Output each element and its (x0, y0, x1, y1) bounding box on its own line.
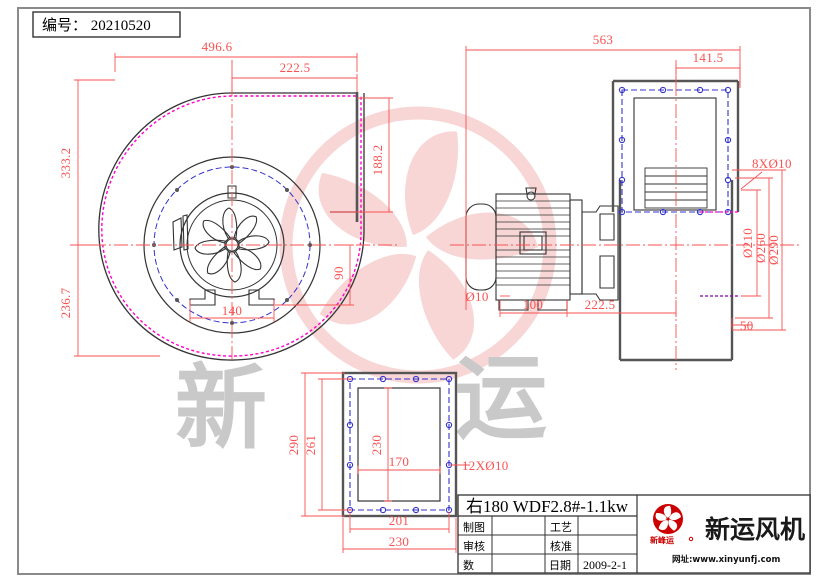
dim-d210: Ø210 (740, 228, 755, 258)
emblem-caption: 新峰运 (650, 535, 674, 545)
dim-8x-d10: 8XØ10 (752, 156, 792, 171)
dim-236-7: 236.7 (58, 287, 73, 318)
label-quantity: 数 (463, 559, 474, 572)
dim-140: 140 (222, 303, 242, 318)
drawing-id-box: 编号： 20210520 (32, 11, 181, 38)
volute-outline (98, 92, 365, 361)
dim-333-2: 333.2 (58, 148, 73, 179)
company-logo-block: 新峰运 新运风机 网址:www.xinyunfj.com (650, 504, 805, 565)
dim-12x-d10: 12XØ10 (462, 458, 509, 473)
bottom-plan-view: 290 261 230 170 12XØ10 201 230 (286, 371, 509, 553)
dim-d290: Ø290 (766, 235, 781, 265)
dim-d260: Ø260 (753, 233, 768, 263)
dim-222-5-side: 222.5 (585, 297, 616, 312)
label-drawn-by: 制图 (463, 521, 485, 534)
plan-bolt-holes (346, 375, 453, 514)
watermark-calligraphy: 新 运 (175, 345, 547, 462)
company-name: 新运风机 (705, 515, 805, 544)
plan-inner-opening (357, 387, 441, 502)
dim-290: 290 (286, 435, 301, 455)
label-process: 工艺 (550, 521, 572, 534)
side-elevation-view: 563 141.5 8XØ10 Ø210 Ø260 Ø290 Ø10 100 2… (450, 32, 800, 370)
label-checked-by: 审核 (463, 539, 485, 553)
impeller-blades (194, 207, 270, 283)
dim-50: 50 (740, 318, 754, 333)
emblem-dot-icon (688, 536, 694, 542)
drawing-id-text: 编号： 20210520 (42, 17, 151, 34)
flange-bolts (618, 86, 732, 216)
dim-d10: Ø10 (465, 289, 488, 304)
watermark-char-right: 运 (455, 345, 547, 452)
company-website: 网址:www.xinyunfj.com (672, 554, 780, 565)
dim-100: 100 (523, 297, 543, 312)
bottom-view-dimensions (301, 372, 470, 553)
inlet-flange-plate (611, 79, 740, 216)
front-elevation-view: 496.6 222.5 333.2 188.2 236.7 90 140 (58, 39, 400, 361)
dim-141-5: 141.5 (693, 50, 724, 65)
title-block: 右180 WDF2.8#-1.1kw 制图 工艺 审核 核准 数 日期 2009… (457, 494, 811, 574)
motor-terminal-box (172, 214, 189, 251)
dim-90: 90 (331, 266, 346, 280)
watermark-char-left: 新 (175, 355, 267, 462)
value-date: 2009-2-1 (583, 558, 627, 572)
company-emblem-icon (653, 504, 683, 534)
front-view-dimensions (74, 53, 393, 357)
label-approved-by: 核准 (550, 539, 572, 553)
dim-201: 201 (389, 513, 409, 528)
flange-boltline-dashed (621, 89, 729, 213)
model-designation: 右180 WDF2.8#-1.1kw (466, 497, 629, 516)
volute-inner-dash (101, 95, 362, 357)
dim-230-horz: 230 (389, 534, 409, 549)
dim-170: 170 (389, 454, 409, 469)
dim-563: 563 (593, 32, 613, 47)
dim-222-5-front: 222.5 (280, 60, 311, 75)
side-view-dimensions (465, 46, 786, 331)
dim-230-vert: 230 (369, 435, 384, 455)
plan-outer-plate (341, 371, 458, 518)
dim-261: 261 (303, 435, 318, 455)
dim-188-2: 188.2 (370, 145, 385, 176)
bearing-housing (581, 205, 619, 301)
plan-boltline-dashed (349, 378, 450, 511)
sheet-border (17, 7, 811, 575)
label-date: 日期 (549, 559, 571, 572)
dim-496-6: 496.6 (202, 39, 233, 54)
